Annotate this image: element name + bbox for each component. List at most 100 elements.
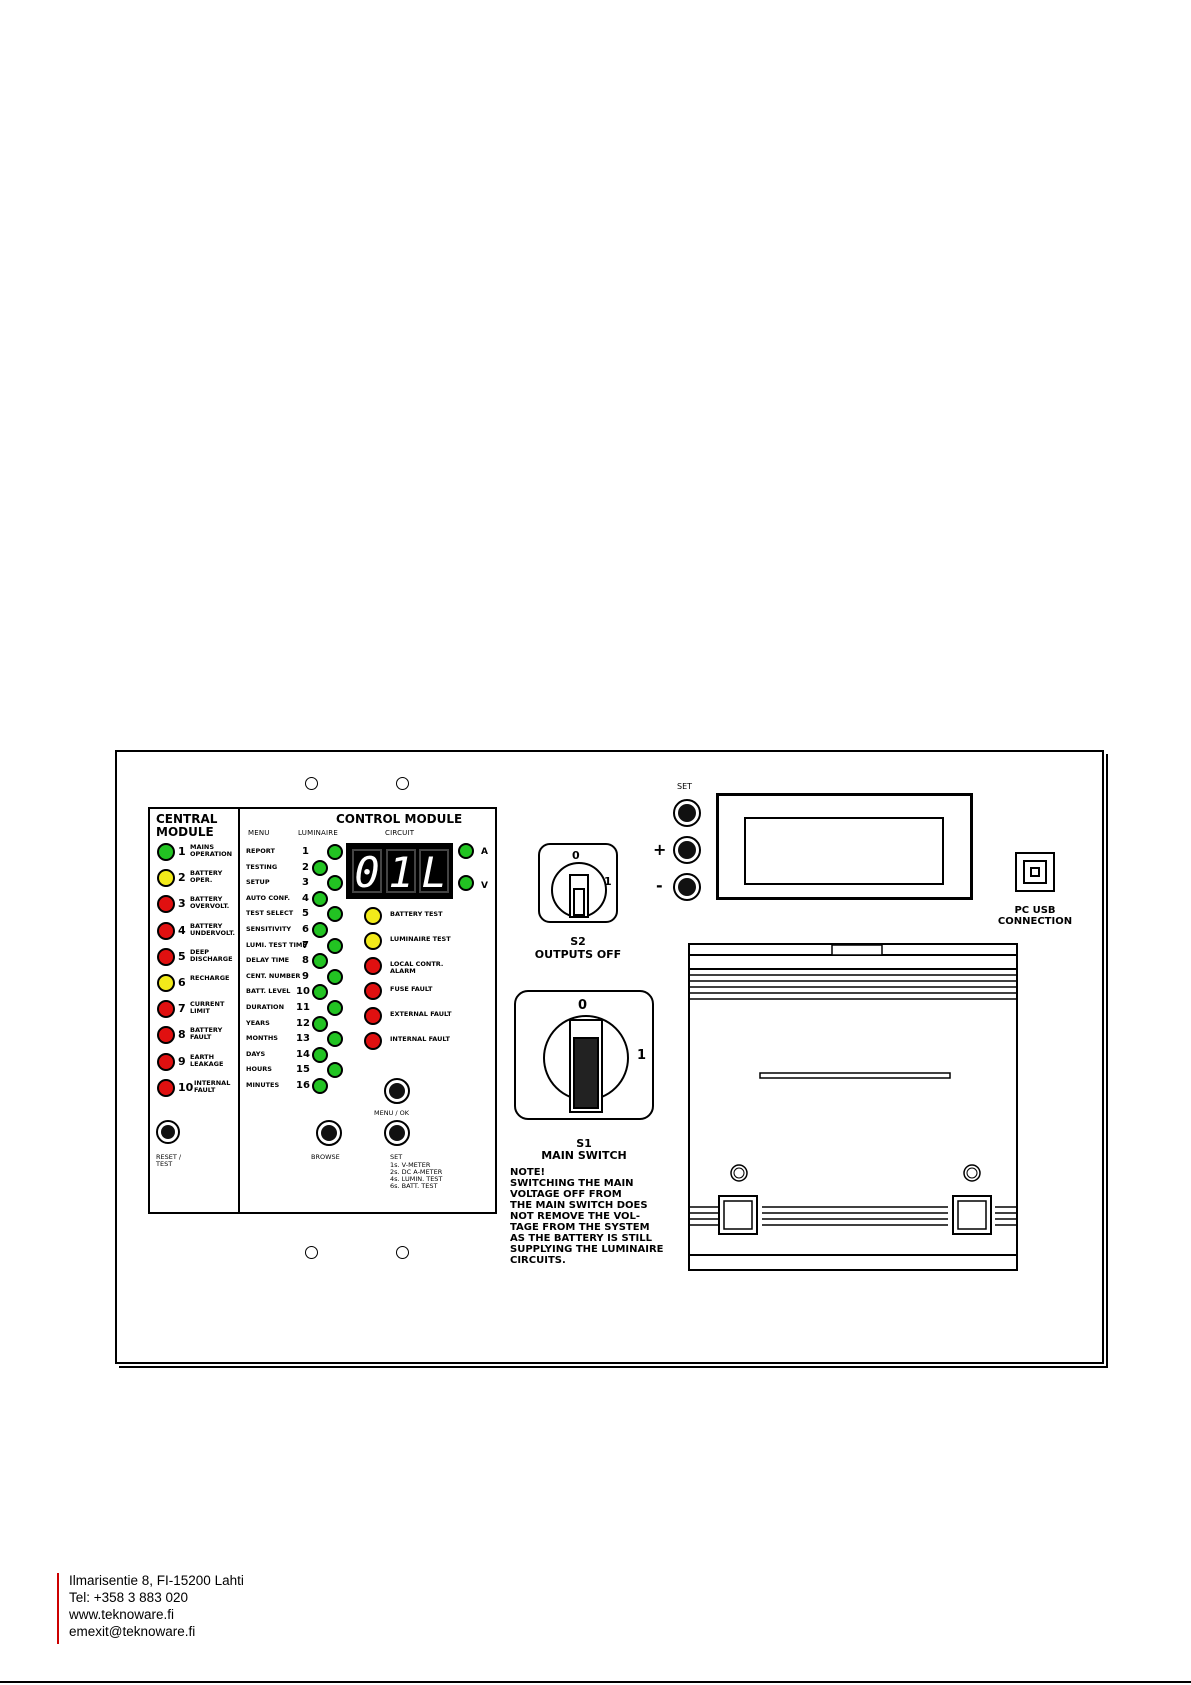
luminaire-led [327, 875, 343, 891]
circuit-column-header: CIRCUIT [385, 829, 415, 837]
lcd-plus-button[interactable] [673, 836, 701, 864]
central-status-number: 1 [178, 845, 186, 858]
central-status-label: BATTERY FAULT [190, 1026, 223, 1041]
s1-name: S1 [576, 1137, 592, 1150]
menu-item-number: 14 [296, 1049, 310, 1060]
menu-item-label: YEARS [246, 1019, 270, 1027]
lcd-minus-button[interactable] [673, 873, 701, 901]
reset-test-label: RESET / TEST [156, 1153, 182, 1168]
status-led-label: BATTERY TEST [390, 910, 443, 918]
menu-item-label: SENSITIVITY [246, 925, 292, 933]
printer-drawing [690, 945, 1016, 1256]
note-line: NOTE! [510, 1167, 546, 1178]
menu-item-label: SETUP [246, 878, 270, 886]
note-line: CIRCUITS. [510, 1255, 566, 1266]
usb-port-inner [1023, 860, 1047, 884]
central-status-led [157, 1000, 175, 1018]
central-status-led [157, 922, 175, 940]
circuit-v-label: V [481, 881, 488, 891]
central-status-number: 10 [178, 1081, 194, 1094]
footer-accent-bar [57, 1573, 59, 1644]
browse-button[interactable] [316, 1120, 342, 1146]
menu-item-label: DAYS [246, 1050, 266, 1058]
status-led-label: LOCAL CONTR. ALARM [390, 960, 444, 975]
display-digit: L [419, 849, 449, 895]
luminaire-led [327, 1062, 343, 1078]
menu-item-label: BATT. LEVEL [246, 987, 291, 995]
lcd-minus-label: - [656, 876, 663, 895]
luminaire-led [312, 1047, 328, 1063]
browse-label: BROWSE [311, 1153, 340, 1161]
reset-test-button[interactable] [156, 1120, 180, 1144]
lcd-display-frame [716, 793, 973, 900]
circuit-a-led [458, 843, 474, 859]
s2-name: S2 [570, 935, 586, 948]
mounting-hole [396, 777, 409, 790]
central-status-label: RECHARGE [190, 974, 230, 982]
menu-item-number: 2 [302, 862, 309, 873]
s2-one-mark: 1 [604, 875, 612, 888]
menu-column-header: MENU [248, 829, 270, 837]
s1-zero-mark: 0 [578, 998, 588, 1013]
menu-item-number: 6 [302, 924, 309, 935]
footer-web[interactable]: www.teknoware.fi [69, 1607, 175, 1622]
s2-zero-mark: 0 [572, 849, 580, 862]
central-status-label: MAINS OPERATION [190, 843, 233, 858]
central-status-label: CURRENT LIMIT [190, 1000, 225, 1015]
seven-segment-display: 0 1 L [346, 843, 453, 899]
menu-ok-button[interactable] [384, 1078, 410, 1104]
note-line: TAGE FROM THE SYSTEM [510, 1222, 650, 1233]
warning-note: NOTE! SWITCHING THE MAIN VOLTAGE OFF FRO… [510, 1167, 690, 1266]
s1-knob [543, 1015, 629, 1113]
menu-item-number: 1 [302, 846, 309, 857]
s1-main-switch[interactable]: 0 1 [514, 990, 654, 1120]
central-status-led [157, 895, 175, 913]
central-status-led [157, 869, 175, 887]
s2-outputs-off-switch[interactable]: 0 1 [538, 843, 618, 923]
menu-item-label: MINUTES [246, 1081, 280, 1089]
note-line: SWITCHING THE MAIN [510, 1178, 634, 1189]
central-status-number: 5 [178, 950, 186, 963]
usb-port-icon[interactable] [1015, 852, 1055, 892]
menu-item-number: 4 [302, 893, 309, 904]
menu-item-label: TEST SELECT [246, 909, 294, 917]
menu-item-number: 11 [296, 1002, 310, 1013]
menu-item-number: 16 [296, 1080, 310, 1091]
luminaire-led [312, 984, 328, 1000]
luminaire-led [327, 906, 343, 922]
set-function-line: 6s. BATT. TEST [390, 1182, 438, 1190]
printer-unit [688, 943, 1018, 1271]
usb-label-line: CONNECTION [997, 916, 1073, 927]
luminaire-led [312, 891, 328, 907]
central-status-led [157, 1079, 175, 1097]
note-line: VOLTAGE OFF FROM [510, 1189, 622, 1200]
menu-item-number: 8 [302, 955, 309, 966]
set-button[interactable] [384, 1120, 410, 1146]
central-status-led [157, 843, 175, 861]
note-line: NOT REMOVE THE VOL- [510, 1211, 641, 1222]
central-module-title-text: CENTRAL MODULE [156, 812, 218, 839]
menu-item-number: 13 [296, 1033, 310, 1044]
luminaire-led [327, 969, 343, 985]
central-status-number: 8 [178, 1028, 186, 1041]
note-line: AS THE BATTERY IS STILL [510, 1233, 652, 1244]
central-status-number: 9 [178, 1055, 186, 1068]
status-led-label: LUMINAIRE TEST [390, 935, 451, 943]
luminaire-led [327, 1000, 343, 1016]
lcd-set-button[interactable] [673, 799, 701, 827]
status-led [364, 1007, 382, 1025]
set-function-line: 2s. DC A-METER [390, 1168, 443, 1176]
status-led-label: EXTERNAL FAULT [390, 1010, 452, 1018]
footer-address: Ilmarisentie 8, FI-15200 Lahti [69, 1573, 244, 1588]
menu-item-number: 7 [302, 940, 309, 951]
lcd-screen [744, 817, 944, 885]
status-led [364, 982, 382, 1000]
footer-email[interactable]: emexit@teknoware.fi [69, 1624, 196, 1639]
central-status-number: 4 [178, 924, 186, 937]
luminaire-led [312, 922, 328, 938]
s2-label: OUTPUTS OFF [534, 948, 622, 961]
menu-item-label: MONTHS [246, 1034, 278, 1042]
status-led-label: FUSE FAULT [390, 985, 433, 993]
footer-tel: Tel: +358 3 883 020 [69, 1590, 188, 1605]
central-status-number: 6 [178, 976, 186, 989]
